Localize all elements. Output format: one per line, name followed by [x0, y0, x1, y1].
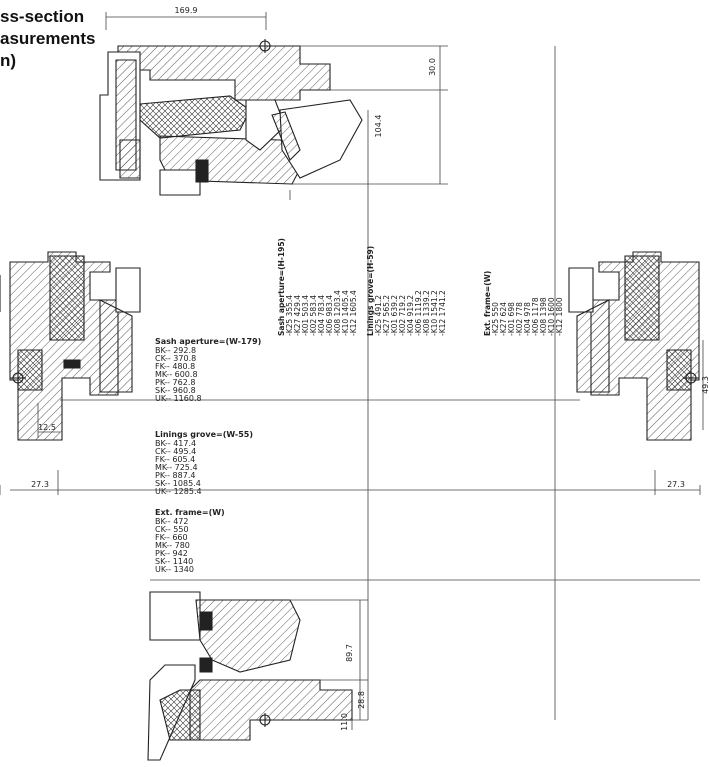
table-row: -K12 1605.4 [349, 290, 358, 336]
table-row: SK-- 1085.4 [155, 479, 201, 488]
height-table-sash: Sash aperture=(H-195) -K25 355.4 -K27 42… [277, 238, 358, 336]
width-table-frame: Ext. frame=(W) BK-- 472 CK-- 550 FK-- 66… [155, 508, 225, 574]
dim-left-small: 12.5 [38, 423, 56, 432]
sill-section [147, 591, 353, 761]
table-row: -K08 1203.4 [333, 290, 342, 336]
table-row: -K10 1405.4 [341, 290, 350, 336]
table-row: -K02 778 [515, 302, 524, 336]
table-row: PK-- 942 [155, 549, 188, 558]
height-table-frame-title: Ext. frame=(W) [483, 271, 492, 336]
table-row: UK-- 1285.4 [155, 487, 202, 496]
left-jamb-section [0, 251, 141, 441]
title-line-2: asurements [0, 29, 96, 48]
table-row: -K01 503.4 [301, 295, 310, 336]
table-row: UK-- 1160.8 [155, 394, 202, 403]
table-row: FK-- 605.4 [155, 455, 195, 464]
table-row: -K27 565.2 [382, 295, 391, 336]
title-line-1: ss-section [0, 7, 85, 26]
title-line-3: n) [0, 51, 17, 70]
table-row: -K08 1398 [539, 297, 548, 336]
table-row: CK-- 370.8 [155, 354, 196, 363]
height-table-linings: Linings grove=(H-59) -K25 491.2 -K27 565… [366, 246, 447, 336]
table-row: -K02 719.2 [398, 295, 407, 336]
dim-bottom-28: 28.8 [357, 691, 366, 709]
table-row: -K02 583.4 [309, 295, 318, 336]
height-table-frame: Ext. frame=(W) -K25 550 -K27 624 -K01 69… [483, 271, 564, 336]
table-row: -K10 1600 [547, 297, 556, 336]
dim-top-width: 169.9 [175, 6, 198, 15]
table-row: CK-- 550 [155, 525, 189, 534]
table-row: -K06 983.4 [325, 295, 334, 336]
table-row: -K27 624 [499, 302, 508, 336]
table-row: -K27 429.4 [293, 295, 302, 336]
table-row: -K12 1800 [555, 297, 564, 336]
right-jamb-section [568, 251, 700, 441]
drawing-title: ss-section asurements n) [0, 6, 150, 72]
table-row: -K01 698 [507, 302, 516, 336]
dim-top-30: 30.0 [428, 58, 437, 76]
table-row: -K25 355.4 [285, 295, 294, 336]
table-row: -K25 491.2 [374, 295, 383, 336]
table-row: -K10 1541.2 [430, 290, 439, 336]
table-row: MK-- 780 [155, 541, 190, 550]
table-row: BK-- 417.4 [155, 439, 196, 448]
table-row: PK-- 887.4 [155, 471, 195, 480]
table-row: -K08 1339.2 [422, 290, 431, 336]
table-row: -K25 550 [491, 302, 500, 336]
dimension-lines [0, 12, 704, 730]
table-row: -K12 1741.2 [438, 290, 447, 336]
width-table-sash-title: Sash aperture=(W-179) [155, 337, 261, 346]
table-row: FK-- 480.8 [155, 362, 195, 371]
table-row: -K06 1119.2 [414, 290, 423, 336]
head-section [99, 39, 363, 196]
height-table-linings-title: Linings grove=(H-59) [366, 246, 375, 336]
table-row: -K04 978 [523, 302, 532, 336]
table-row: PK-- 762.8 [155, 378, 195, 387]
dim-bottom-11: 11.0 [340, 713, 349, 731]
dim-left: 27.3 [31, 480, 49, 489]
table-row: -K04 919.2 [406, 295, 415, 336]
table-row: SK-- 960.8 [155, 386, 196, 395]
table-row: FK-- 660 [155, 533, 188, 542]
table-row: BK-- 292.8 [155, 346, 196, 355]
dim-bottom-89: 89.7 [345, 644, 354, 662]
table-row: BK-- 472 [155, 517, 188, 526]
table-row: -K04 783.4 [317, 295, 326, 336]
table-row: CK-- 495.4 [155, 447, 196, 456]
width-table-linings-title: Linings grove=(W-55) [155, 430, 253, 439]
width-table-frame-title: Ext. frame=(W) [155, 508, 225, 517]
height-table-sash-title: Sash aperture=(H-195) [277, 238, 286, 336]
table-row: -K06 1178 [531, 297, 540, 336]
dim-right: 27.3 [667, 480, 685, 489]
table-row: SK-- 1140 [155, 557, 193, 566]
dim-top-104: 104.4 [374, 115, 383, 138]
width-table-sash: Sash aperture=(W-179) BK-- 292.8 CK-- 37… [155, 337, 261, 403]
table-row: -K01 639.2 [390, 295, 399, 336]
width-table-linings: Linings grove=(W-55) BK-- 417.4 CK-- 495… [155, 430, 253, 496]
table-row: MK-- 600.8 [155, 370, 198, 379]
dim-right-small: 49.3 [701, 376, 709, 394]
table-row: UK-- 1340 [155, 565, 194, 574]
table-row: MK-- 725.4 [155, 463, 198, 472]
